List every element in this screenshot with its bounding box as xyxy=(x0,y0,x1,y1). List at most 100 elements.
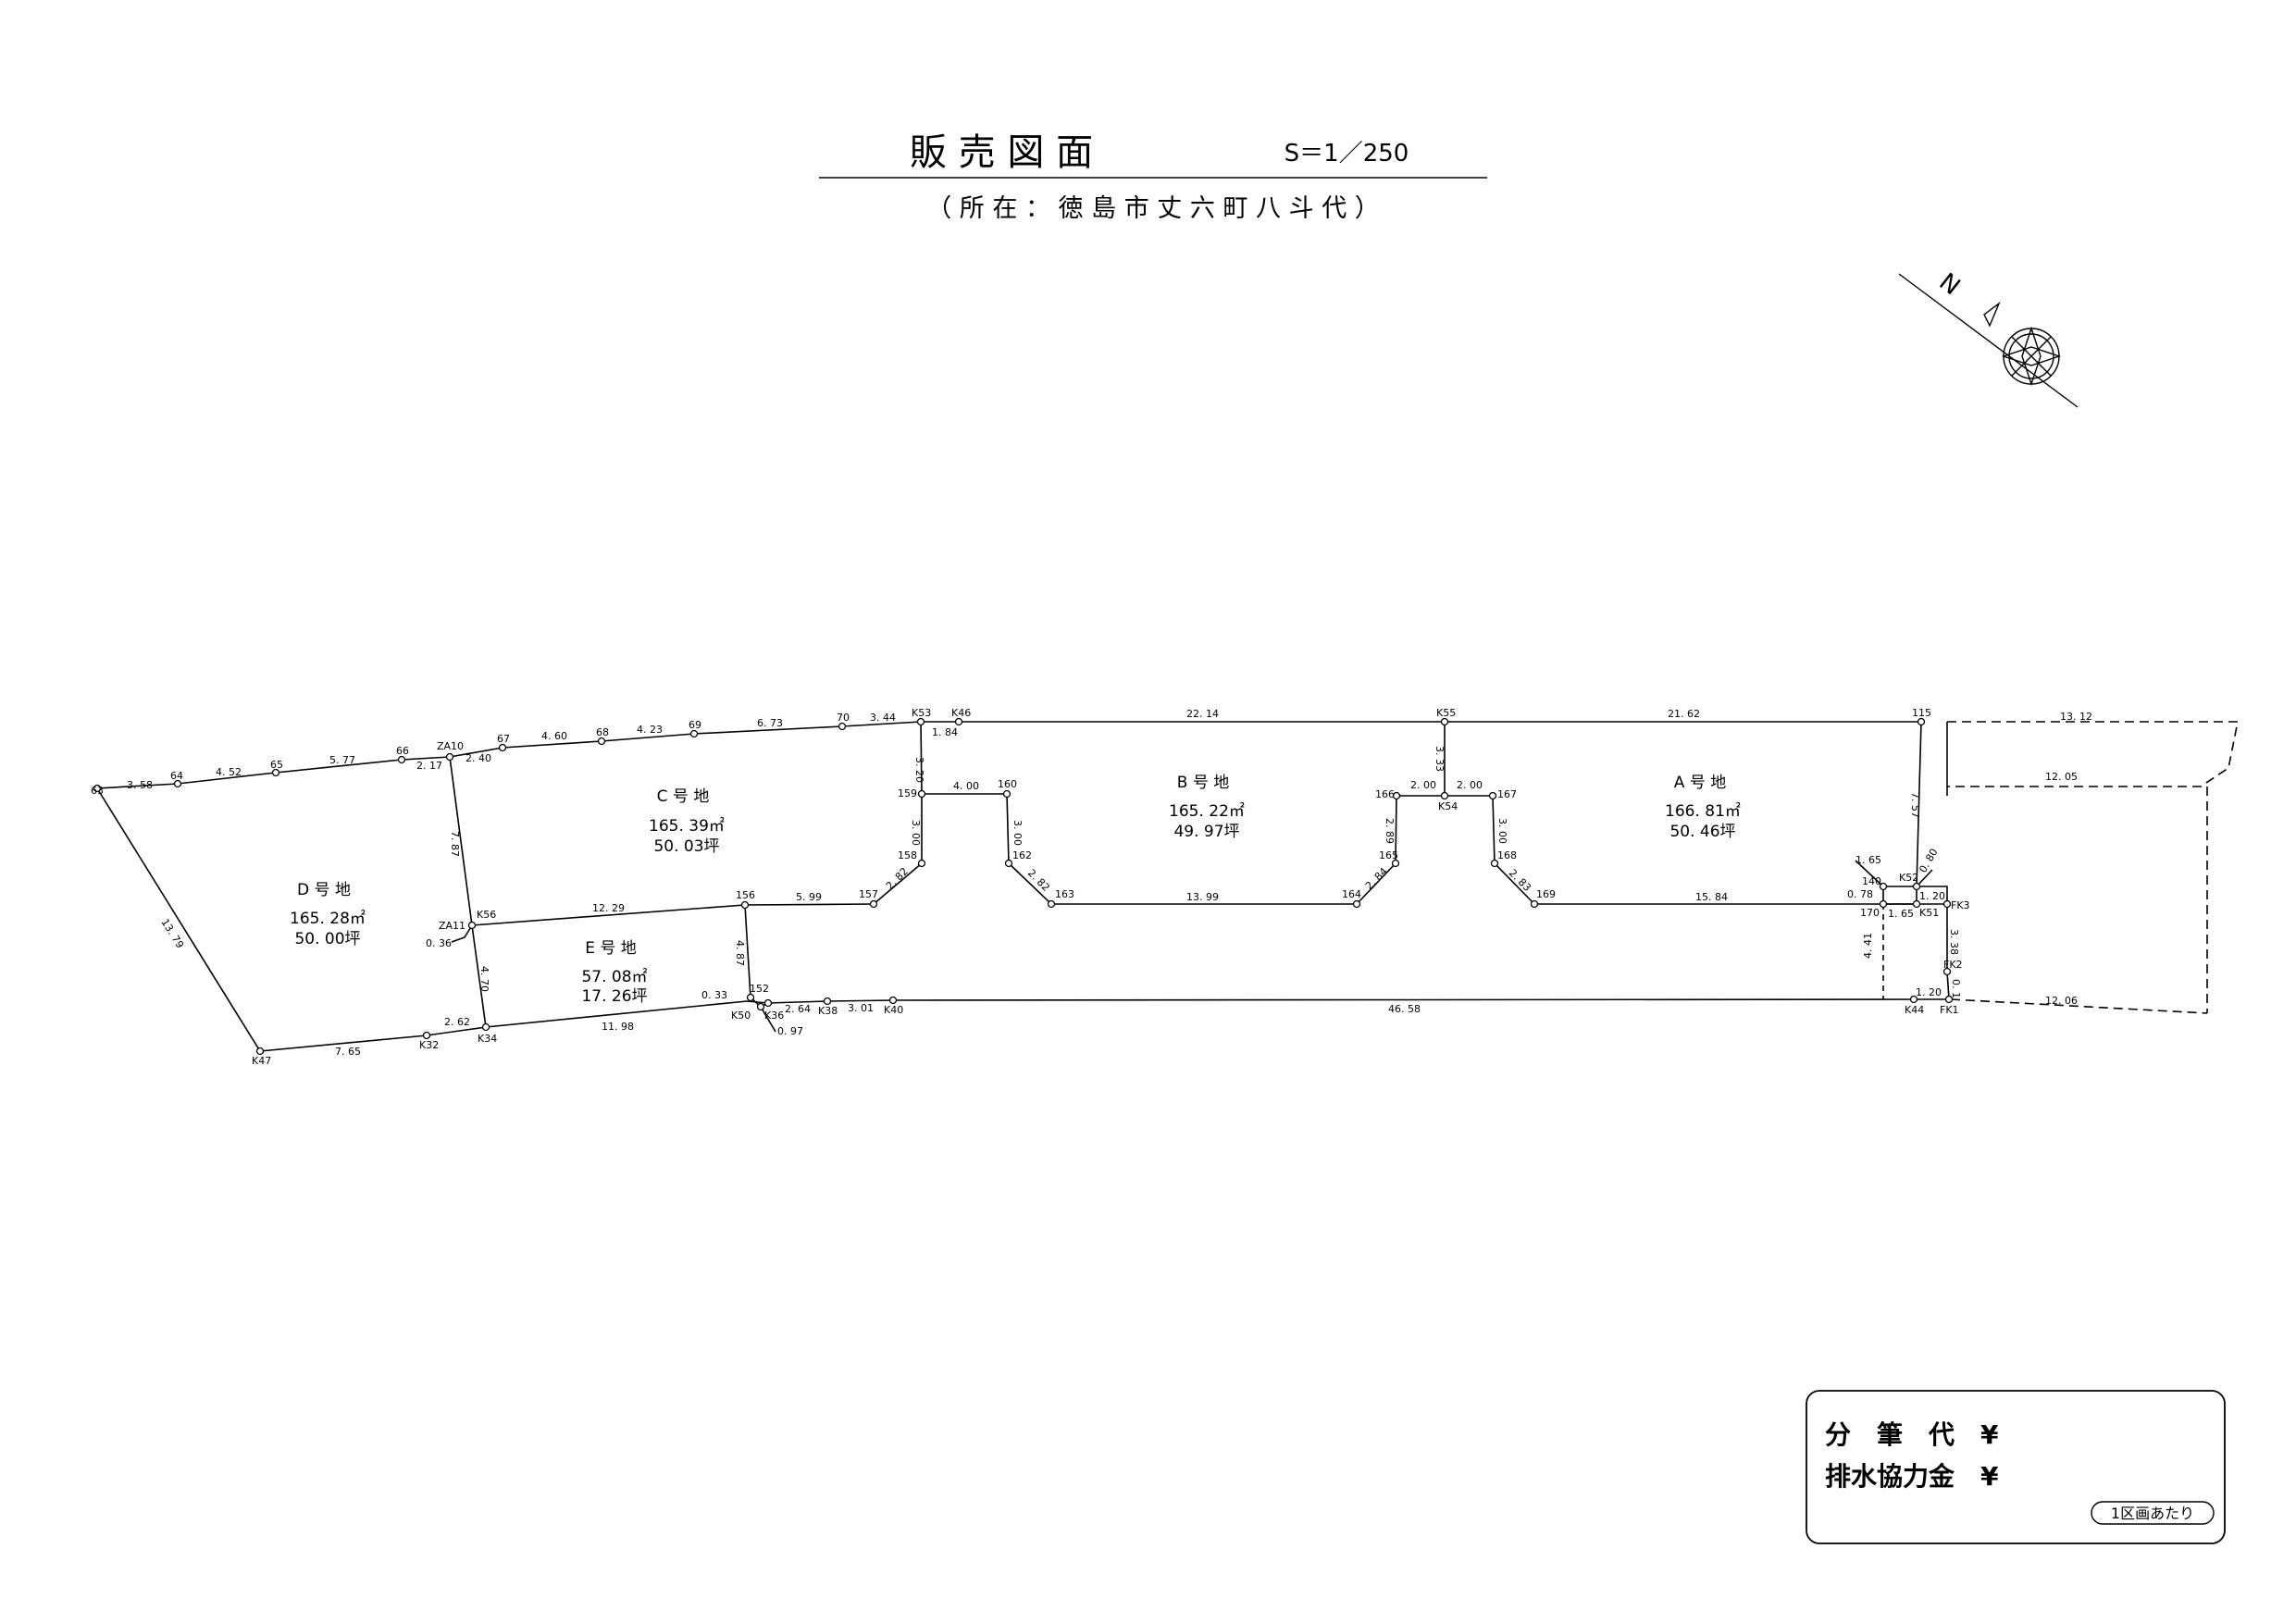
dimension-label: 12. 29 xyxy=(592,902,625,914)
scale-label: S＝1／250 xyxy=(1285,140,1409,167)
dimension-label: 2. 84 xyxy=(1363,865,1390,892)
point-marker xyxy=(1047,899,1056,909)
point-marker xyxy=(93,784,102,793)
lot-d-area-m2: 165. 28㎡ xyxy=(290,910,366,928)
lot-a-name: A 号 地 xyxy=(1674,774,1726,792)
dimension-label: 2. 82 xyxy=(884,865,911,892)
point-marker xyxy=(397,755,406,764)
point-marker xyxy=(597,737,606,746)
point-marker xyxy=(271,768,280,777)
dimension-label: 3. 33 xyxy=(1433,746,1446,772)
point-label: K36 xyxy=(764,1010,784,1022)
point-marker xyxy=(1912,899,1921,909)
fee-box: 分 筆 代 ¥ 排水協力金 ¥ 1区画あたり xyxy=(1806,1390,2226,1544)
point-label: K56 xyxy=(477,909,496,921)
point-label: 165 xyxy=(1379,849,1398,861)
point-labels: 63 64 65 66 ZA10 67 68 69 70 K53 K46 K55… xyxy=(91,707,1970,1067)
fee-note: 1区画あたり xyxy=(2111,1505,2194,1522)
point-label: K54 xyxy=(1438,800,1458,812)
dimension-label: 11. 98 xyxy=(602,1021,634,1033)
dimension-label: 1. 65 xyxy=(1888,908,1914,920)
point-marker xyxy=(1912,882,1921,891)
dimension-label: 3. 01 xyxy=(848,1002,874,1014)
point-label: K50 xyxy=(731,1010,751,1022)
dimension-label: 2. 40 xyxy=(465,752,491,764)
point-label: 152 xyxy=(750,983,769,995)
location-label: （ 所 在 ： 徳 島 市 丈 六 町 八 斗 代 ） xyxy=(926,194,1380,223)
dimension-label: 1. 65 xyxy=(1855,854,1881,866)
lot-d-area-tsubo: 50. 00坪 xyxy=(294,930,360,948)
point-marker xyxy=(1942,899,1952,909)
dimension-label: 4. 60 xyxy=(541,730,567,742)
dimension-label: 13. 12 xyxy=(2060,711,2092,723)
lot-a-area-m2: 166. 81㎡ xyxy=(1665,802,1741,821)
point-marker xyxy=(1942,967,1952,976)
point-label: 163 xyxy=(1055,888,1074,900)
lot-a-area-tsubo: 50. 46坪 xyxy=(1669,823,1735,841)
point-label: K44 xyxy=(1905,1004,1924,1016)
point-marker xyxy=(740,900,750,910)
point-marker xyxy=(756,1002,765,1011)
point-label: 160 xyxy=(998,778,1017,790)
point-marker xyxy=(888,996,898,1005)
dimension-label: 0. 80 xyxy=(1917,847,1940,875)
dimension-label: 7. 65 xyxy=(335,1046,361,1058)
dimension-label: 2. 17 xyxy=(416,760,442,772)
dimension-label: 3. 38 xyxy=(1948,929,1960,955)
dimension-label: 0. 97 xyxy=(777,1025,803,1037)
dimension-label: 4. 41 xyxy=(1862,933,1874,959)
lot-e-area-tsubo: 17. 26坪 xyxy=(581,987,647,1006)
dimension-label: 2. 82 xyxy=(1025,867,1052,894)
point-marker xyxy=(1440,717,1449,726)
point-label: K51 xyxy=(1919,907,1939,919)
point-marker xyxy=(1440,791,1449,800)
point-label: K34 xyxy=(478,1033,497,1045)
point-marker xyxy=(481,1022,490,1032)
north-label: N xyxy=(1934,268,1966,302)
point-marker xyxy=(467,921,477,930)
point-marker xyxy=(1917,717,1926,726)
dimension-label: 0. 33 xyxy=(701,989,727,1001)
dimension-label: 3. 00 xyxy=(910,820,922,846)
point-label: 158 xyxy=(898,849,917,861)
point-label: K40 xyxy=(884,1004,903,1016)
dimension-label: 1. 20 xyxy=(1919,890,1945,902)
point-marker xyxy=(1392,791,1401,800)
dimension-label: 12. 05 xyxy=(2045,771,2078,783)
point-marker xyxy=(954,717,963,726)
point-marker xyxy=(1530,899,1539,909)
point-label: 63 xyxy=(91,785,104,797)
page-title: 販 売 図 面 xyxy=(910,131,1093,174)
dimension-label: 4. 70 xyxy=(478,966,490,992)
dimension-label: 12. 06 xyxy=(2045,995,2078,1007)
point-label: 168 xyxy=(1497,849,1517,861)
point-label: ZA11 xyxy=(439,920,465,932)
point-marker xyxy=(838,722,847,731)
lot-e-name: E 号 地 xyxy=(585,939,637,958)
point-label: 164 xyxy=(1342,888,1361,900)
north-arrow-icon: N xyxy=(1898,268,2079,408)
point-marker xyxy=(917,789,926,799)
survey-points xyxy=(93,717,1954,1056)
point-marker xyxy=(1490,859,1499,868)
dimension-labels: 3. 58 4. 52 5. 77 2. 17 2. 40 4. 60 4. 2… xyxy=(127,708,2092,1058)
point-label: 156 xyxy=(736,889,755,901)
dimension-label: 3. 44 xyxy=(870,712,896,724)
fee-note-badge xyxy=(2091,1501,2215,1525)
point-label: K52 xyxy=(1899,872,1918,884)
point-marker xyxy=(173,779,182,788)
point-marker xyxy=(1352,899,1361,909)
dimension-label: 5. 77 xyxy=(329,754,355,766)
dimension-label: 3. 00 xyxy=(1011,820,1024,846)
lot-b-area-m2: 165. 22㎡ xyxy=(1169,802,1245,821)
point-marker xyxy=(1004,859,1013,868)
point-label: 67 xyxy=(497,733,510,745)
point-label: ZA10 xyxy=(437,740,464,752)
point-label: FK2 xyxy=(1943,959,1963,971)
point-marker xyxy=(746,993,755,1002)
dimension-label: 7. 87 xyxy=(449,831,461,857)
point-marker xyxy=(445,752,454,762)
point-label: 64 xyxy=(170,770,183,782)
point-label: 68 xyxy=(596,726,609,738)
